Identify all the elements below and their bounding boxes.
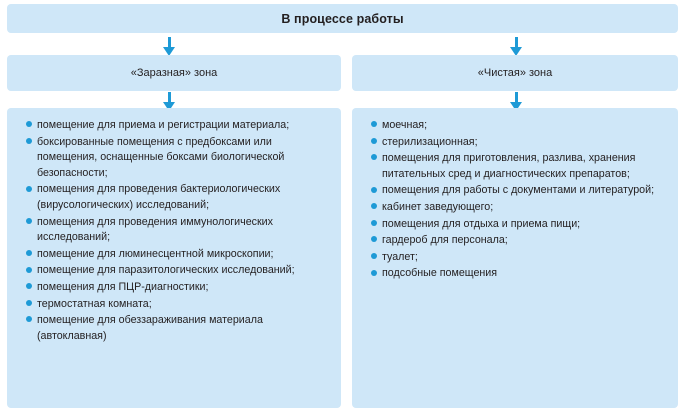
list-item: помещения для работы с документами и лит… xyxy=(362,183,668,199)
list-item: помещение для обеззараживания материала … xyxy=(17,313,331,344)
list-item-label: термостатная комната; xyxy=(37,297,152,310)
zone-box-clean: «Чистая» зона xyxy=(352,55,678,91)
bullet-icon xyxy=(371,121,377,128)
list-item: боксированные помещения с предбоксами ил… xyxy=(17,135,331,182)
list-item: помещение для приема и регистрации матер… xyxy=(17,118,331,134)
list-box-infectious: помещение для приема и регистрации матер… xyxy=(7,108,341,408)
bullet-icon xyxy=(371,154,377,161)
bullet-icon xyxy=(26,316,32,323)
bullet-icon xyxy=(26,185,32,192)
list-item-label: помещение для приема и регистрации матер… xyxy=(37,119,290,131)
arrow-head xyxy=(510,47,522,56)
bullet-icon xyxy=(26,283,32,290)
list-item-label: помещение для паразитологических исследо… xyxy=(37,264,295,277)
list-item-label: помещения для проведения иммунологически… xyxy=(37,215,274,244)
arrow-head xyxy=(163,47,175,56)
list-item: подсобные помещения xyxy=(362,266,668,282)
list-item: помещения для приготовления, разлива, хр… xyxy=(362,151,668,182)
list-item-label: помещения для приготовления, разлива, хр… xyxy=(382,152,636,180)
header-box: В процессе работы xyxy=(7,4,678,33)
room-list-infectious: помещение для приема и регистрации матер… xyxy=(17,118,331,344)
list-item: стерилизационная; xyxy=(362,135,668,151)
list-item: помещение для паразитологических исследо… xyxy=(17,263,331,279)
list-item-label: помещение для обеззараживания материала … xyxy=(37,314,263,342)
list-item: помещение для люминесцентной микроскопии… xyxy=(17,247,331,263)
zone-box-infectious: «Заразная» зона xyxy=(7,55,341,91)
bullet-icon xyxy=(371,236,377,243)
list-item-label: подсобные помещения xyxy=(382,267,498,280)
page-title: В процессе работы xyxy=(281,11,404,26)
bullet-icon xyxy=(26,249,32,256)
arrow-head xyxy=(510,102,522,111)
arrow-shaft xyxy=(515,37,518,49)
list-item-label: туалет; xyxy=(382,250,418,263)
arrow-down-icon xyxy=(161,37,179,56)
list-item: кабинет заведующего; xyxy=(362,200,668,216)
bullet-icon xyxy=(26,217,32,224)
list-item-label: помещение для люминесцентной микроскопии… xyxy=(37,247,274,260)
list-item: термостатная комната; xyxy=(17,297,331,313)
list-item-label: боксированные помещения с предбоксами ил… xyxy=(37,135,285,179)
list-item-label: гардероб для персонала; xyxy=(382,234,508,247)
room-list-clean: моечная; стерилизационная; помещения для п… xyxy=(362,118,668,282)
arrow-head xyxy=(163,102,175,111)
arrow-down-icon xyxy=(508,92,526,111)
bullet-icon xyxy=(371,137,377,144)
bullet-icon xyxy=(371,203,377,210)
list-item: гардероб для персонала; xyxy=(362,233,668,249)
list-item-label: помещения для работы с документами и лит… xyxy=(382,184,655,197)
list-item-label: моечная; xyxy=(382,119,428,131)
list-item: помещения для проведения бактериологичес… xyxy=(17,182,331,213)
zone-label: «Заразная» зона xyxy=(130,67,218,79)
zone-label: «Чистая» зона xyxy=(477,67,553,79)
bullet-icon xyxy=(371,252,377,259)
list-box-clean: моечная; стерилизационная; помещения для п… xyxy=(352,108,678,408)
arrow-shaft xyxy=(168,92,171,104)
list-item: туалет; xyxy=(362,250,668,266)
list-item-label: помещения для проведения бактериологичес… xyxy=(37,183,281,211)
arrow-down-icon xyxy=(508,37,526,56)
list-item-label: кабинет заведующего; xyxy=(382,200,494,213)
list-item: помещения для отдыха и приема пищи; xyxy=(362,217,668,233)
bullet-icon xyxy=(371,186,377,193)
list-item: помещения для проведения иммунологически… xyxy=(17,215,331,246)
list-item-label: помещения для отдыха и приема пищи; xyxy=(382,217,581,230)
arrow-shaft xyxy=(515,92,518,104)
arrow-shaft xyxy=(168,37,171,49)
list-item: помещения для ПЦР-диагностики; xyxy=(17,280,331,296)
bullet-icon xyxy=(26,266,32,273)
bullet-icon xyxy=(26,121,32,128)
list-item-label: помещения для ПЦР-диагностики; xyxy=(37,280,209,293)
arrow-down-icon xyxy=(161,92,179,111)
bullet-icon xyxy=(26,137,32,144)
list-item-label: стерилизационная; xyxy=(382,135,478,148)
bullet-icon xyxy=(371,219,377,226)
bullet-icon xyxy=(371,269,377,276)
bullet-icon xyxy=(26,299,32,306)
list-item: моечная; xyxy=(362,118,668,134)
